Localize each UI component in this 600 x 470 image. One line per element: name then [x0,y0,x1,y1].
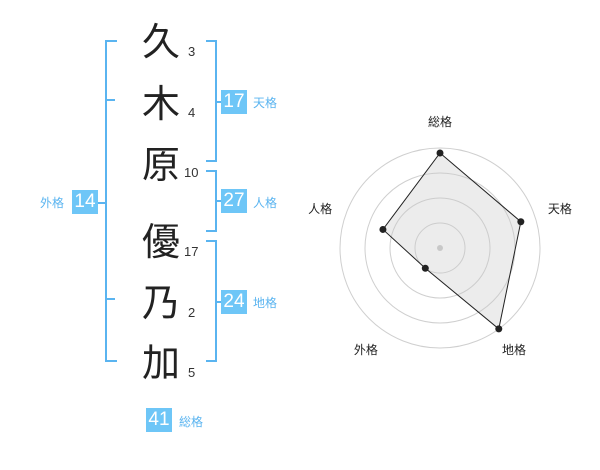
stroke-count-1: 3 [188,44,196,59]
radar-center-dot [437,245,443,251]
radar-axis-label-5: 人格 [308,201,332,216]
chikaku-value: 24 [221,290,247,314]
soukaku-label: 総格 [179,415,204,429]
gaikaku-connector [97,202,105,204]
radar-point-4 [421,264,429,272]
radar-points [379,149,525,333]
radar-point-5 [379,225,387,233]
radar-point-1 [436,149,444,157]
radar-ring [389,197,491,299]
radar-area [382,152,522,330]
name-char-1: 久 [141,20,180,64]
radar-ring [414,222,466,274]
gaikaku-label: 外格 [40,196,65,210]
radar-axis-label-3: 地格 [502,342,526,357]
radar-rings [339,147,541,349]
radar-point-2 [517,218,525,226]
gaikaku-bracket-tick [105,99,115,101]
gaikaku-value: 14 [72,190,98,214]
stroke-count-2: 4 [188,105,196,120]
stroke-count-3: 10 [184,165,199,180]
name-char-4: 優 [141,220,180,264]
gaikaku-bracket [105,40,117,362]
name-char-3: 原 [141,143,180,187]
tenkaku-label: 天格 [253,96,278,110]
tenkaku-connector [215,101,221,103]
stroke-count-5: 2 [188,305,196,320]
name-char-5: 乃 [141,281,180,325]
chikaku-connector [215,301,221,303]
radar-axis-label-2: 天格 [548,201,572,216]
stroke-count-6: 5 [188,365,196,380]
tenkaku-value: 17 [221,90,247,114]
radar-ring [339,147,541,349]
gaikaku-bracket-tick [105,298,115,300]
radar-axis-label-1: 総格 [428,114,452,129]
stroke-count-4: 17 [184,244,199,259]
chikaku-label: 地格 [253,296,278,310]
jinkaku-connector [215,200,221,202]
name-char-6: 加 [141,341,180,385]
radar-axis-label-4: 外格 [354,342,378,357]
name-char-2: 木 [141,82,180,126]
soukaku-value: 41 [146,408,172,432]
jinkaku-value: 27 [221,189,247,213]
radar-point-3 [495,325,503,333]
jinkaku-label: 人格 [253,196,278,210]
